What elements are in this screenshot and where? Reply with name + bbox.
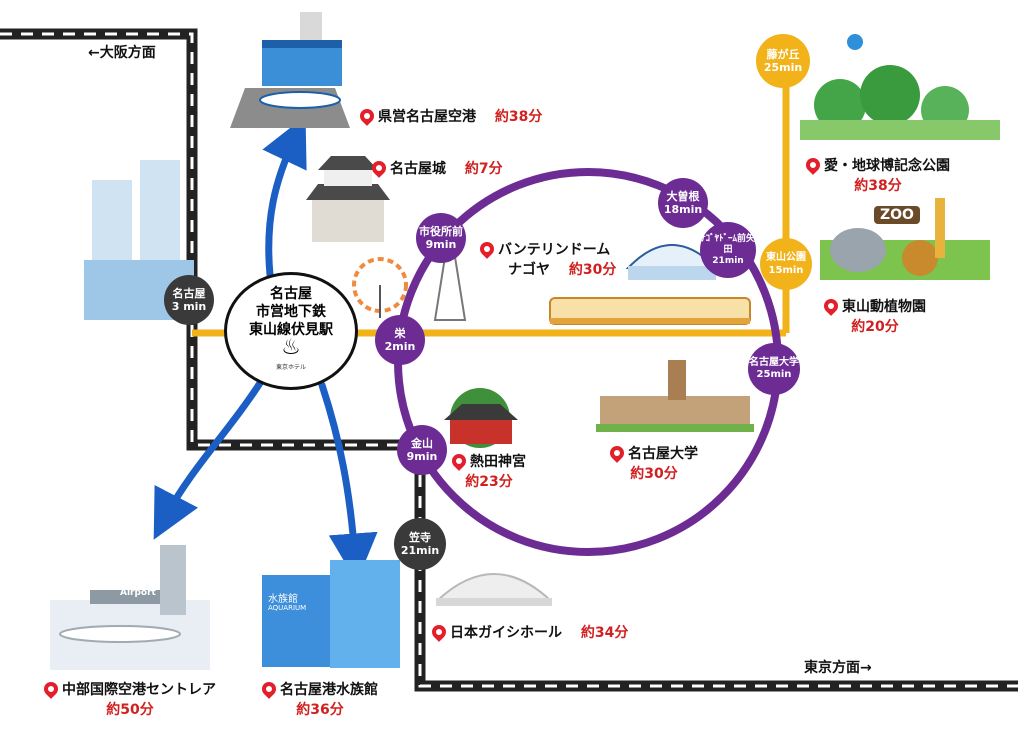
jr-railway-line — [0, 28, 1018, 692]
location-pin-icon — [429, 622, 449, 642]
place-nagoya-university: 名古屋大学 約30分 — [607, 443, 698, 484]
location-pin-icon — [607, 443, 627, 463]
aquarium-sub-sign: AQUARIUM — [268, 604, 307, 612]
nagoya-airport-illustration — [230, 12, 350, 128]
direction-tokyo: 東京方面→ — [804, 660, 872, 676]
location-pin-icon — [449, 451, 469, 471]
location-pin-icon — [41, 679, 61, 699]
direction-osaka: ←大阪方面 — [88, 45, 156, 61]
place-prefectural-nagoya-airport: 県営名古屋空港 約38分 — [357, 106, 542, 126]
expo-park-illustration — [800, 34, 1000, 140]
hub-line1: 名古屋 — [270, 286, 312, 302]
place-higashiyama-zoo: 東山動植物園 約20分 — [821, 296, 926, 337]
zoo-illustration — [820, 198, 990, 280]
location-pin-icon — [803, 155, 823, 175]
location-pin-icon — [357, 106, 377, 126]
place-expo-memorial-park: 愛・地球博記念公園 約38分 — [803, 155, 950, 196]
nagoya-university-illustration — [596, 360, 754, 432]
location-pin-icon — [369, 158, 389, 178]
gaishi-hall-illustration — [435, 573, 553, 606]
aquarium-illustration — [262, 560, 400, 668]
centrair-illustration — [50, 545, 210, 670]
twin-towers-illustration — [84, 160, 194, 320]
place-nagoya-castle: 名古屋城 約7分 — [369, 158, 503, 178]
arrow-to-centrair — [153, 376, 266, 540]
train-illustration — [549, 297, 751, 325]
route-arrows — [153, 115, 378, 583]
place-vantelin-dome: バンテリンドーム ナゴヤ 約30分 — [477, 239, 616, 280]
arrow-to-aquarium — [318, 381, 378, 583]
location-pin-icon — [821, 296, 841, 316]
location-pin-icon — [259, 679, 279, 699]
place-centrair: 中部国際空港セントレア 約50分 — [41, 679, 216, 720]
ferris-wheel-illustration — [352, 257, 408, 318]
aquarium-sign: 水族館 — [268, 594, 298, 605]
airport-sign: Airport — [120, 588, 156, 598]
arrow-to-nagoya-airport — [262, 115, 307, 279]
hotel-logo-icon: ♨ — [281, 335, 301, 360]
hub-line3: 東山線伏見駅 — [249, 322, 333, 338]
atsuta-shrine-illustration — [444, 388, 518, 448]
zoo-sign: ZOO — [874, 206, 920, 224]
hub-fushimi-station: 名古屋 市営地下鉄 東山線伏見駅 ♨ 東京ホテル — [224, 272, 358, 390]
location-pin-icon — [477, 239, 497, 259]
place-nippon-gaishi-hall: 日本ガイシホール 約34分 — [429, 622, 628, 642]
hotel-logo-text: 東京ホテル — [275, 364, 306, 371]
place-atsuta-jingu: 熱田神宮 約23分 — [449, 451, 526, 492]
place-port-of-nagoya-aquarium: 名古屋港水族館 約36分 — [259, 679, 378, 720]
hub-line2: 市営地下鉄 — [256, 304, 326, 320]
nagoya-castle-illustration — [306, 156, 390, 242]
